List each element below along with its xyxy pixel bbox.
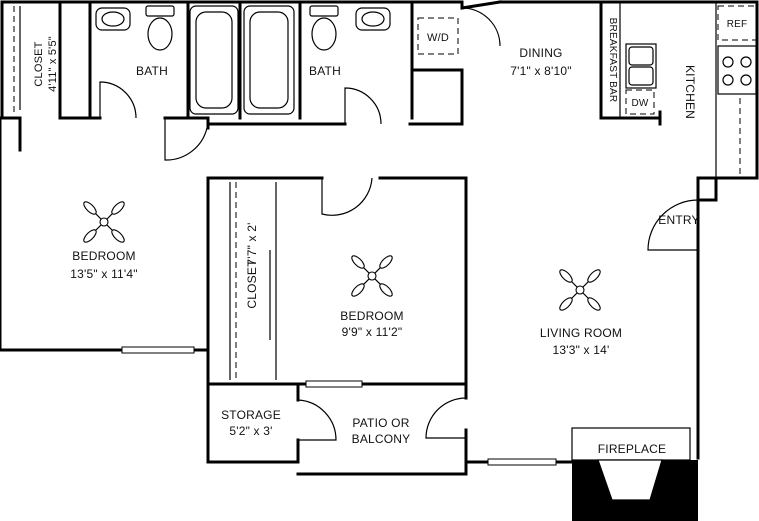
ceiling-fan-icon: [351, 255, 393, 297]
ceiling-fan-icon: [559, 269, 601, 311]
living-room-dims: 13'3" x 14': [552, 343, 609, 357]
bedroom-middle-dims: 9'9" x 11'2": [342, 325, 403, 339]
bedroom-left-dims: 13'5" x 11'4": [70, 267, 138, 281]
kitchen-label: KITCHEN: [683, 65, 697, 119]
breakfast-bar-label: BREAKFAST BAR: [607, 18, 618, 103]
closet-left-dims: 4'11" x 5'5": [47, 36, 59, 92]
fixtures: [13, 2, 757, 466]
wd-label: W/D: [427, 32, 449, 44]
storage-label: STORAGE: [221, 408, 281, 422]
bedroom-left-label: BEDROOM: [72, 249, 135, 263]
bedroom-middle-label: BEDROOM: [340, 309, 403, 323]
closet-middle-dims: 7'7" x 2': [245, 222, 259, 265]
ref-label: REF: [727, 19, 748, 30]
closet-left-label: CLOSET: [33, 41, 45, 86]
storage-dims: 5'2" x 3': [229, 424, 272, 438]
doors: [99, 1, 699, 441]
patio-label: PATIO OR: [352, 416, 409, 430]
bath-right-label: BATH: [309, 64, 341, 78]
dining-dims: 7'1" x 8'10": [510, 64, 572, 78]
fireplace-label: FIREPLACE: [598, 442, 667, 456]
closet-middle-label: CLOSET: [245, 259, 259, 309]
entry-label: ENTRY: [658, 213, 699, 227]
living-room-label: LIVING ROOM: [540, 326, 622, 340]
balcony-label: BALCONY: [352, 432, 411, 446]
bath-left-label: BATH: [136, 64, 168, 78]
ceiling-fan-icon: [83, 201, 125, 243]
dw-label: DW: [631, 98, 648, 109]
room-labels: CLOSET 4'11" x 5'5" BATH BATH W/D DINING…: [33, 18, 747, 456]
dining-label: DINING: [519, 46, 562, 60]
